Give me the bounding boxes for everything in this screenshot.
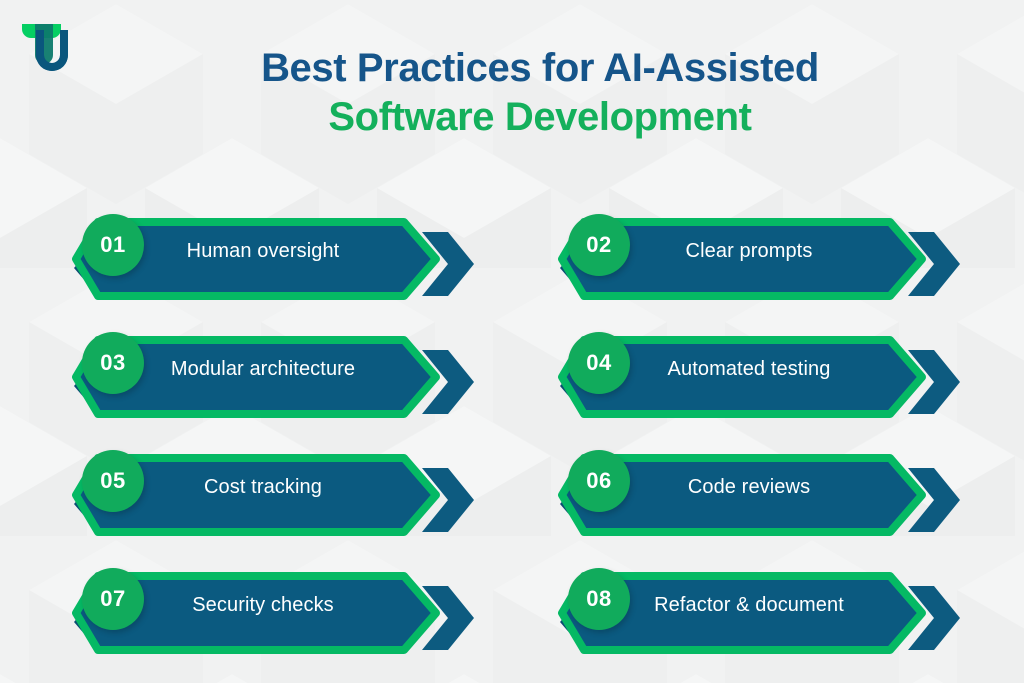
banner-tip-chevron <box>422 586 474 650</box>
title-line-accent: Software Development <box>328 94 752 139</box>
banner-main <box>72 218 440 300</box>
practice-item-08[interactable]: Refactor & document 08 <box>556 562 960 662</box>
practice-item-banner <box>72 454 474 536</box>
tu-monogram-logo <box>22 24 68 71</box>
practice-item-number-badge: 04 <box>568 332 630 394</box>
practice-item-number-badge: 07 <box>82 568 144 630</box>
practice-item-06[interactable]: Code reviews 06 <box>556 444 960 544</box>
practice-item-01[interactable]: Human oversight 01 <box>70 208 474 308</box>
page-title: Best Practices for AI-Assisted Software … <box>0 44 1024 142</box>
practice-item-banner <box>558 454 960 536</box>
banner-main <box>72 336 440 418</box>
title-line-primary: Best Practices for AI-Assisted <box>261 46 819 90</box>
banner-tip-chevron <box>908 586 960 650</box>
practice-item-number-badge: 03 <box>82 332 144 394</box>
practice-item-07[interactable]: Security checks 07 <box>70 562 474 662</box>
banner-main <box>558 218 926 300</box>
banner-tip-chevron <box>908 468 960 532</box>
banner-main <box>558 572 926 654</box>
banner-tip-chevron <box>908 232 960 296</box>
practice-item-03[interactable]: Modular architecture 03 <box>70 326 474 426</box>
banner-main <box>558 336 926 418</box>
banner-tip-chevron <box>422 350 474 414</box>
practice-item-banner <box>72 218 474 300</box>
practice-item-number-badge: 01 <box>82 214 144 276</box>
practice-item-banner <box>558 572 960 654</box>
banner-main <box>72 454 440 536</box>
practice-item-02[interactable]: Clear prompts 02 <box>556 208 960 308</box>
banner-tip-chevron <box>422 232 474 296</box>
banner-main <box>558 454 926 536</box>
practice-item-banner <box>558 218 960 300</box>
practice-item-05[interactable]: Cost tracking 05 <box>70 444 474 544</box>
banner-main <box>72 572 440 654</box>
practice-item-number-badge: 02 <box>568 214 630 276</box>
practice-item-banner <box>72 336 474 418</box>
practice-item-banner <box>72 572 474 654</box>
practice-item-number-badge: 08 <box>568 568 630 630</box>
best-practices-list: Human oversight 01 Clear prompts 02 Modu… <box>70 208 960 662</box>
logo-u-outer <box>36 30 68 71</box>
practice-item-banner <box>558 336 960 418</box>
practice-item-number-badge: 05 <box>82 450 144 512</box>
practice-item-04[interactable]: Automated testing 04 <box>556 326 960 426</box>
banner-tip-chevron <box>908 350 960 414</box>
practice-item-number-badge: 06 <box>568 450 630 512</box>
banner-tip-chevron <box>422 468 474 532</box>
